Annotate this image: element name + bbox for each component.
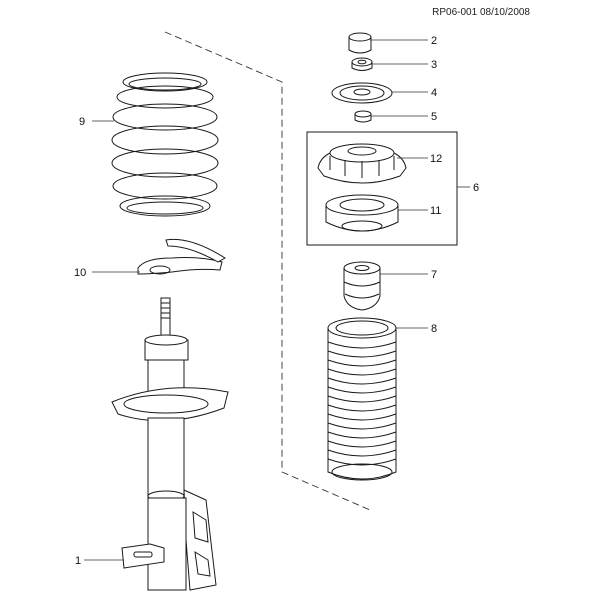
boot-rib (327, 431, 397, 439)
strut-mount (317, 143, 407, 184)
washer (331, 82, 393, 104)
callout-4: 4 (431, 87, 437, 99)
strut-assembly (111, 297, 229, 591)
boot-rib (327, 359, 397, 367)
callout-2: 2 (431, 35, 437, 47)
boot-rib (327, 386, 397, 394)
leader-lines (84, 39, 470, 561)
bushing (354, 110, 372, 123)
boot-rib (327, 395, 397, 403)
assembly-dashed-line (164, 31, 371, 511)
strut-mount-group-box (306, 131, 458, 246)
callout-3: 3 (431, 59, 437, 71)
diagram-reference-code: RP06-001 08/10/2008 (432, 7, 530, 18)
boot-rib (327, 377, 397, 385)
boot-rib (327, 404, 397, 412)
boot-rib (327, 440, 397, 448)
nut (351, 57, 373, 71)
spring-insulator (137, 238, 226, 275)
callout-8: 8 (431, 323, 437, 335)
callout-5: 5 (431, 111, 437, 123)
callout-10: 10 (74, 267, 86, 279)
callout-6: 6 (473, 182, 479, 194)
boot-rib (327, 458, 397, 466)
dust-boot (327, 317, 397, 481)
boot-rib (327, 350, 397, 358)
callout-11: 11 (430, 205, 441, 217)
boot-rib (327, 422, 397, 430)
boot-rib (327, 449, 397, 457)
bearing (325, 194, 399, 232)
callout-1: 1 (75, 555, 81, 567)
boot-rib (327, 341, 397, 349)
boot-rib (327, 368, 397, 376)
callout-9: 9 (79, 116, 85, 128)
callout-7: 7 (431, 269, 437, 281)
callout-12: 12 (430, 153, 442, 165)
coil-spring (111, 72, 219, 217)
dust-cap (348, 32, 372, 54)
jounce-bumper (343, 261, 381, 311)
boot-rib (327, 413, 397, 421)
